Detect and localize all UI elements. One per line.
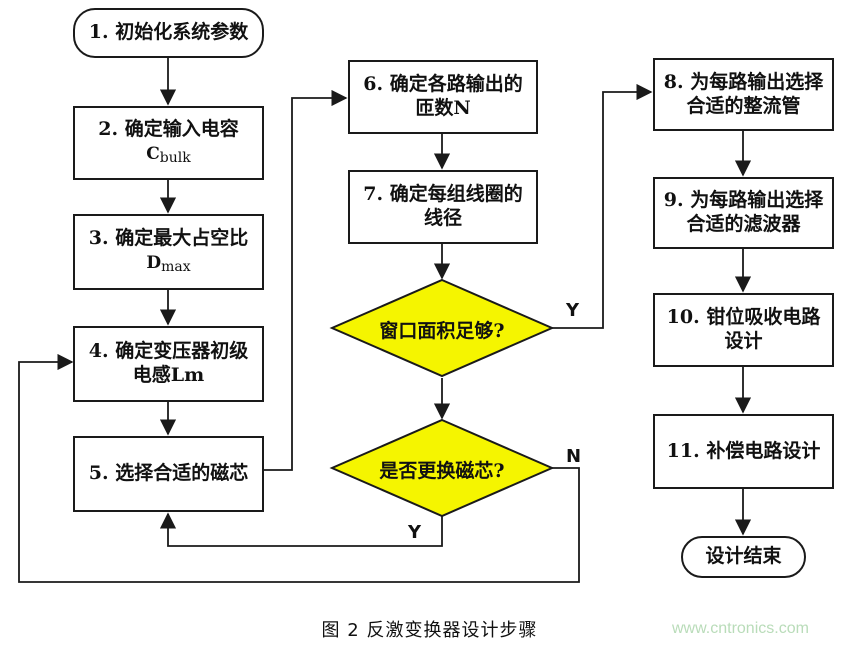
- arrow-d2-yes-to-5: [159, 512, 443, 547]
- step-8-line2: 合适的整流管: [686, 94, 801, 117]
- step-3-line2: Dmax: [146, 251, 190, 277]
- step-4-line2: 电感Lm: [132, 364, 205, 386]
- step-2-input-capacitor: 2. 确定输入电容 Cbulk: [73, 106, 264, 180]
- step-11-compensation: 11. 补偿电路设计: [653, 414, 834, 489]
- label-d2-yes: Y: [408, 522, 422, 543]
- step-7-line1: 7. 确定每组线圈的: [363, 183, 523, 206]
- arrow-d1-yes-to-8: [552, 83, 653, 329]
- step-6-line1: 6. 确定各路输出的: [363, 73, 523, 96]
- step-6-line2: 匝数N: [415, 97, 471, 119]
- step-6-turns: 6. 确定各路输出的 匝数N: [348, 60, 538, 134]
- step-2-subscript: bulk: [159, 150, 191, 167]
- label-d1-yes: Y: [566, 300, 580, 321]
- decision-change-core: [329, 418, 555, 518]
- arrow-d2-no-to-4: [18, 353, 580, 583]
- label-d2-no: N: [566, 446, 582, 467]
- step-4-line1: 4. 确定变压器初级: [88, 340, 249, 363]
- step-10-line1: 10. 钳位吸收电路: [666, 306, 821, 329]
- step-9-line1: 9. 为每路输出选择: [663, 189, 824, 212]
- arrow-5-to-6: [262, 89, 348, 471]
- step-7-wire-gauge: 7. 确定每组线圈的 线径: [348, 170, 538, 244]
- decision-change-core-text: 是否更换磁芯?: [379, 460, 505, 482]
- step-4-primary-inductance: 4. 确定变压器初级 电感Lm: [73, 326, 264, 402]
- step-8-rectifier: 8. 为每路输出选择 合适的整流管: [653, 58, 834, 131]
- step-5-select-core: 5. 选择合适的磁芯: [73, 436, 264, 512]
- step-5-text: 5. 选择合适的磁芯: [88, 462, 249, 485]
- step-3-max-duty: 3. 确定最大占空比 Dmax: [73, 214, 264, 290]
- step-11-text: 11. 补偿电路设计: [666, 439, 821, 462]
- start-node-text: 1. 初始化系统参数: [88, 21, 249, 44]
- step-3-line1: 3. 确定最大占空比: [88, 227, 249, 250]
- decision-window-area-text: 窗口面积足够?: [379, 320, 505, 342]
- step-3-subscript: max: [161, 259, 191, 276]
- start-node: 1. 初始化系统参数: [73, 8, 264, 58]
- figure-caption: 图 2 反激变换器设计步骤: [321, 620, 538, 641]
- step-2-line2: Cbulk: [146, 142, 190, 168]
- step-2-symbol: C: [146, 144, 160, 165]
- step-3-symbol: D: [146, 253, 162, 274]
- step-10-clamp-snubber: 10. 钳位吸收电路 设计: [653, 293, 834, 367]
- step-9-line2: 合适的滤波器: [686, 213, 801, 235]
- step-2-line1: 2. 确定输入电容: [98, 118, 239, 141]
- step-10-line2: 设计: [724, 330, 763, 352]
- step-8-line1: 8. 为每路输出选择: [663, 70, 824, 93]
- step-7-line2: 线径: [423, 207, 462, 229]
- watermark: www.cntronics.com: [672, 620, 809, 637]
- decision-window-area: [329, 278, 555, 378]
- step-9-filter: 9. 为每路输出选择 合适的滤波器: [653, 177, 834, 249]
- end-node-text: 设计结束: [705, 545, 782, 568]
- end-node: 设计结束: [681, 536, 806, 578]
